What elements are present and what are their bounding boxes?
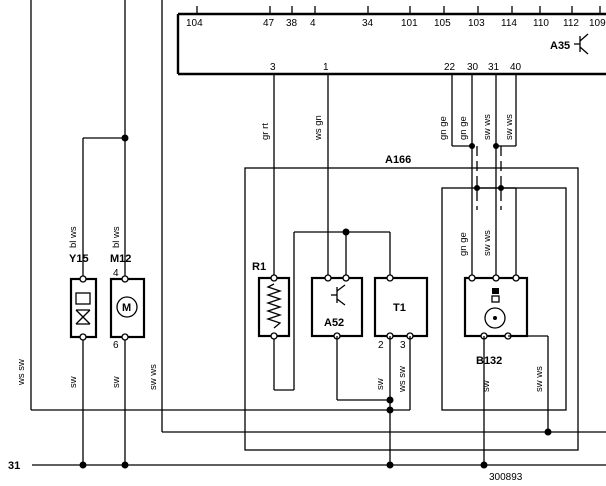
pin-label: 4 [310,18,316,29]
wire-color-label: sw [481,380,492,392]
pin-label: 105 [434,18,451,29]
wire-color-label: sw ws [482,114,493,140]
pin-label: 104 [186,18,203,29]
m12-component: M12 4 M 6 [109,253,146,351]
a35-label: A35 [550,40,570,52]
wire-color-label: bl ws [111,226,122,248]
sensor-icon [484,288,506,329]
r1-label: R1 [252,261,266,273]
t1-component: T1 2 3 [373,274,429,466]
pin-label: 22 [444,62,456,73]
wire-color-label: sw ws [504,114,515,140]
pin-label: 101 [401,18,418,29]
wire-color-label: sw [375,378,386,390]
y15-component: Y15 [69,253,98,341]
pin-label: 1 [323,62,329,73]
upper-wires [273,74,517,391]
wire-color-label: ws gn [313,115,324,141]
pin-label: 4 [113,268,119,279]
wire-color-label: gn ge [458,232,469,256]
drawing-number: 300893 [489,472,523,483]
left-wiring [30,0,606,466]
a52-label: A52 [324,317,344,329]
motor-symbol: M [122,302,131,314]
a52-component: A52 [310,274,390,401]
t1-label: T1 [393,302,406,314]
pin-label: 114 [501,18,517,29]
motor-icon [116,296,138,318]
wire-color-label: gr rt [260,123,271,140]
pin-label: 110 [533,18,549,29]
a166-module: A166 [244,154,579,451]
pin-label: 38 [286,18,298,29]
a166-label: A166 [385,154,411,166]
transistor-icon [331,284,346,306]
top-connector: 104 47 38 4 34 101 105 103 114 110 112 1… [176,6,606,76]
pin-label: 40 [510,62,522,73]
b132-component: gn ge sw ws B132 [458,230,552,466]
wire-color-label: sw ws [148,364,159,390]
pin-label: 2 [378,340,384,351]
wire-color-label: gn ge [438,116,449,140]
resistor-icon [265,283,283,329]
pin-label: 47 [263,18,275,29]
wire-color-label: gn ge [458,116,469,140]
pin-label: 30 [467,62,479,73]
wire-color-label: ws sw [16,359,27,386]
pin-label: 109 [589,18,606,29]
wire-color-label: sw [68,376,79,388]
r1-component: R1 [252,261,291,340]
valve-icon [75,292,91,325]
wire-color-label: sw [111,376,122,388]
transistor-icon [574,33,589,55]
b132-label: B132 [476,355,502,367]
pin-label: 3 [400,340,406,351]
pin-label: 112 [563,18,579,29]
pin-label: 3 [270,62,276,73]
pin-label: 6 [113,340,119,351]
ground-bus: 31 300893 [8,460,606,483]
wire-color-label: bl ws [68,226,79,248]
pin-label: 31 [488,62,500,73]
wire-color-label: sw ws [534,366,545,392]
wire-color-label: ws sw [397,366,408,393]
y15-label: Y15 [69,253,89,265]
pin-label: 103 [468,18,485,29]
wire-color-label: sw ws [482,230,493,256]
pin-label: 34 [362,18,374,29]
ground-label: 31 [8,460,20,472]
m12-label: M12 [110,253,131,265]
